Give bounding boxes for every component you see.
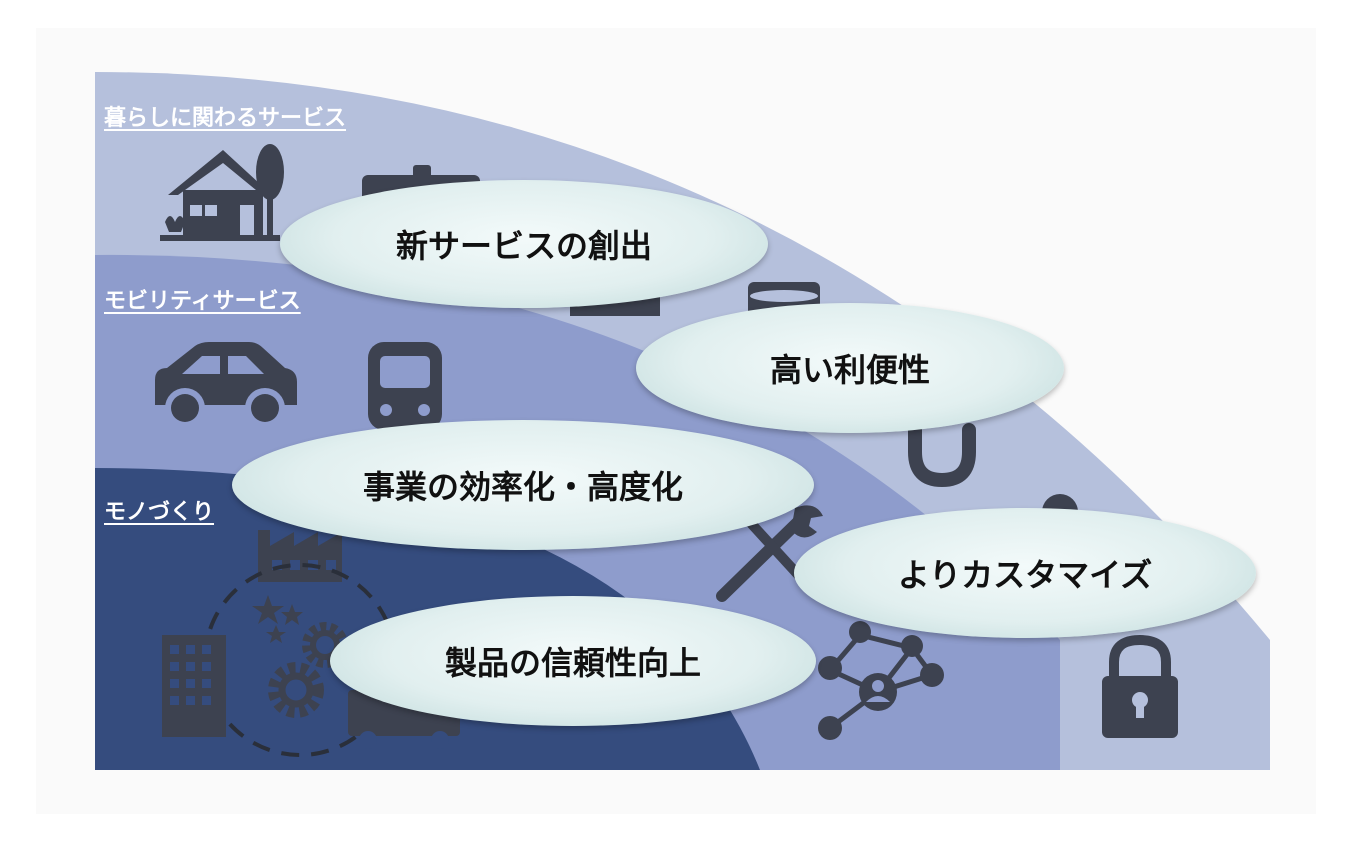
car-icon bbox=[155, 342, 297, 428]
layer-label-manufacturing: モノづくり bbox=[104, 500, 215, 525]
bubble-customize: よりカスタマイズ bbox=[794, 508, 1256, 638]
bubble-efficiency: 事業の効率化・高度化 bbox=[232, 420, 814, 550]
layer-label-mobility: モビリティサービス bbox=[104, 289, 301, 314]
house-tree-icon bbox=[160, 144, 284, 241]
building-icon bbox=[162, 635, 226, 737]
bubble-new-service: 新サービスの創出 bbox=[280, 180, 768, 308]
train-icon bbox=[368, 342, 442, 430]
padlock-icon bbox=[1102, 634, 1178, 738]
bubble-convenience: 高い利便性 bbox=[636, 303, 1064, 433]
network-icon bbox=[818, 621, 944, 740]
bubble-reliability: 製品の信頼性向上 bbox=[330, 596, 816, 726]
stars-icon bbox=[252, 595, 303, 643]
layer-label-living: 暮らしに関わるサービス bbox=[104, 106, 347, 131]
